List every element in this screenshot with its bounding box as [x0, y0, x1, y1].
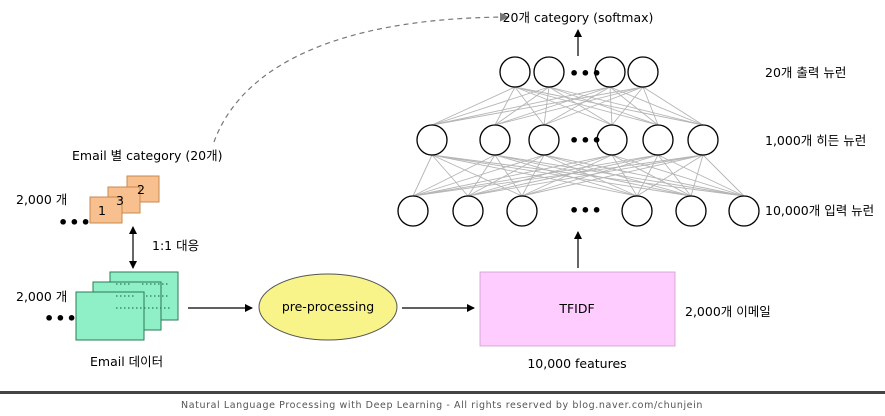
output-hidden-connection — [431, 86, 611, 126]
output-hidden-connection — [548, 86, 613, 126]
hidden-input-connection — [412, 154, 613, 197]
hidden-input-connection — [467, 154, 704, 197]
output-hidden-connection — [514, 86, 659, 126]
hidden-input-connection — [412, 154, 659, 197]
email-category-label: Email 별 category (20개) — [72, 148, 223, 163]
softmax-label: 20개 category (softmax) — [503, 10, 654, 25]
output-neuron — [499, 56, 531, 88]
output-hidden-connection — [543, 86, 550, 126]
hidden-input-connection — [412, 154, 545, 197]
output-hidden-connection — [431, 86, 550, 126]
output-hidden-connection — [514, 86, 613, 126]
output-hidden-connection — [431, 86, 516, 126]
email-count-label: 2,000 개 — [16, 289, 67, 304]
email-ellipsis: ••• — [44, 309, 78, 328]
output-neuron — [627, 56, 659, 88]
email-documents — [75, 271, 179, 341]
input-layer-label: 10,000개 입력 뉴런 — [765, 203, 874, 218]
category-ellipsis: ••• — [58, 213, 92, 232]
output-hidden-connection — [548, 86, 659, 126]
hidden-input-connection — [467, 154, 659, 197]
category-mapping-dashed-arrow — [213, 12, 509, 143]
hidden-input-connection — [690, 154, 704, 197]
output-layer-label: 20개 출력 뉴런 — [765, 65, 846, 80]
emails-label: 2,000개 이메일 — [685, 304, 771, 319]
email-data-label: Email 데이터 — [90, 354, 163, 369]
hidden-input-connection — [467, 154, 545, 197]
hidden-layer-label: 1,000개 히든 뉴런 — [765, 133, 866, 148]
output-hidden-connection — [514, 86, 545, 126]
email-doc-text-lines — [116, 283, 170, 309]
hidden-input-connection — [412, 154, 433, 197]
category-cards: 2 3 1 — [89, 175, 160, 224]
output-hidden-connection — [514, 86, 704, 126]
output-hidden-connection — [494, 86, 644, 126]
hidden-input-connection — [521, 154, 704, 197]
output-neuron — [533, 56, 565, 88]
tfidf-box — [479, 271, 676, 347]
features-label: 10,000 features — [527, 356, 626, 371]
hidden-neuron — [479, 124, 511, 156]
hidden-input-connection — [494, 154, 523, 197]
output-hidden-connection — [642, 86, 659, 126]
tfidf-label: TFIDF — [558, 301, 594, 316]
layer-connections — [412, 86, 745, 197]
hidden-neuron — [528, 124, 560, 156]
neuron-layers — [397, 56, 760, 227]
hidden-layer-ellipsis: ••• — [569, 131, 603, 150]
hidden-input-connection — [611, 154, 745, 197]
output-hidden-connection — [611, 86, 644, 126]
input-neuron — [452, 195, 484, 227]
input-neuron — [675, 195, 707, 227]
card-number-1: 1 — [98, 203, 106, 218]
hidden-input-connection — [494, 154, 692, 197]
footer-text: Natural Language Processing with Deep Le… — [181, 400, 703, 411]
hidden-input-connection — [543, 154, 692, 197]
output-hidden-connection — [609, 86, 704, 126]
output-layer-ellipsis: ••• — [569, 64, 603, 83]
hidden-input-connection — [412, 154, 704, 197]
output-hidden-connection — [548, 86, 704, 126]
hidden-neuron — [687, 124, 719, 156]
hidden-input-connection — [521, 154, 659, 197]
output-hidden-connection — [494, 86, 516, 126]
output-neuron — [594, 56, 626, 88]
output-hidden-connection — [642, 86, 704, 126]
footer-rule — [0, 391, 885, 394]
output-hidden-connection — [543, 86, 644, 126]
hidden-neuron — [596, 124, 628, 156]
card-number-2: 2 — [137, 182, 145, 197]
hidden-input-connection — [702, 154, 745, 197]
input-neuron — [728, 195, 760, 227]
hidden-neuron — [416, 124, 448, 156]
preprocessing-label: pre-processing — [282, 299, 374, 314]
output-hidden-connection — [543, 86, 611, 126]
hidden-input-connection — [467, 154, 613, 197]
output-hidden-connection — [431, 86, 644, 126]
hidden-input-connection — [412, 154, 496, 197]
category-count-label: 2,000 개 — [16, 192, 67, 207]
input-neuron — [397, 195, 429, 227]
input-layer-ellipsis: ••• — [569, 201, 603, 220]
hidden-neuron — [642, 124, 674, 156]
input-neuron — [506, 195, 538, 227]
hidden-input-connection — [636, 154, 704, 197]
hidden-input-connection — [494, 154, 745, 197]
category-card-front — [89, 196, 123, 224]
input-neuron — [621, 195, 653, 227]
one-to-one-label: 1:1 대응 — [152, 238, 199, 253]
preprocessing-ellipse — [258, 273, 398, 341]
email-doc-front — [75, 291, 145, 341]
output-hidden-connection — [494, 86, 611, 126]
card-number-3: 3 — [116, 193, 124, 208]
hidden-input-connection — [521, 154, 613, 197]
hidden-input-connection — [543, 154, 745, 197]
hidden-input-connection — [467, 154, 496, 197]
